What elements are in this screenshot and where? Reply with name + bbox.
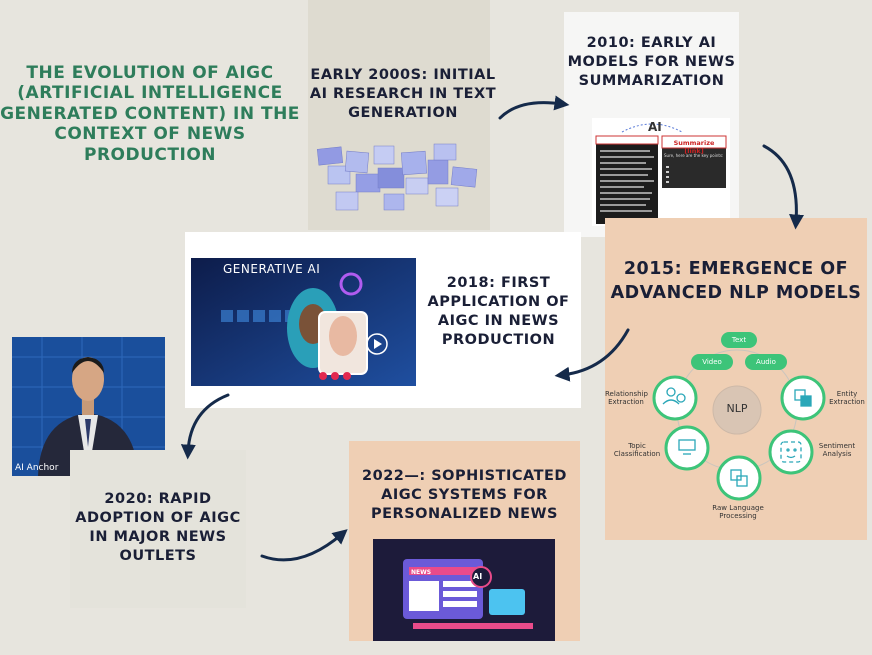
milestone-2022-card: NEWS AI bbox=[349, 441, 580, 641]
arrow-2015-to-2018 bbox=[554, 328, 630, 382]
nlp-pill-audio: Audio bbox=[745, 354, 787, 370]
nlp-pill-video: Video bbox=[691, 354, 733, 370]
sentiment-analysis-icon bbox=[768, 429, 814, 475]
milestone-2010-card: AI Summarize [link] Sure, here are the k… bbox=[564, 12, 739, 237]
news-label: NEWS bbox=[411, 569, 432, 576]
nlp-pill-text: Text bbox=[721, 332, 757, 348]
generative-ai-illustration bbox=[191, 258, 416, 386]
milestone-2022-caption: 2022—: SOPHISTICATED AIGC SYSTEMS FOR PE… bbox=[362, 468, 567, 522]
milestone-early-2000s-caption: EARLY 2000S: INITIAL AI RESEARCH IN TEXT… bbox=[309, 67, 497, 121]
nlp-diagram bbox=[652, 349, 826, 501]
milestone-2020-card bbox=[70, 450, 246, 608]
milestone-2020-caption: 2020: RAPID ADOPTION OF AIGC IN MAJOR NE… bbox=[75, 491, 241, 564]
topic-classification-icon bbox=[664, 425, 710, 471]
arrow-2018-to-2020 bbox=[180, 393, 230, 460]
summarization-illustration bbox=[592, 118, 730, 226]
milestone-early-2000s-card bbox=[308, 0, 490, 230]
milestone-2018-caption: 2018: FIRST APPLICATION OF AIGC IN NEWS … bbox=[427, 275, 570, 348]
nlp-node-raw-language: Raw Language Processing bbox=[712, 504, 764, 521]
ai-anchor-label: AI Anchor bbox=[15, 463, 59, 473]
relationship-extraction-icon bbox=[652, 375, 698, 421]
summarize-label: Summarize [link] bbox=[673, 139, 715, 155]
arrow-2000-to-2010 bbox=[498, 95, 570, 120]
page-title: THE EVOLUTION OF AIGC (ARTIFICIAL INTELL… bbox=[0, 63, 300, 165]
milestone-2010-caption: 2010: EARLY AI MODELS FOR NEWS SUMMARIZA… bbox=[567, 35, 736, 89]
arrow-2010-to-2015 bbox=[762, 144, 805, 230]
arrow-2020-to-2022 bbox=[260, 529, 348, 562]
personalized-news-illustration bbox=[373, 539, 555, 641]
nlp-center-label: NLP bbox=[726, 402, 748, 415]
ai-label: AI bbox=[648, 120, 662, 134]
generative-ai-title: GENERATIVE AI bbox=[223, 262, 321, 276]
text-documents-illustration bbox=[316, 143, 478, 211]
summary-text: Sure, here are the key points: bbox=[664, 153, 724, 158]
nlp-node-sentiment: Sentiment Analysis bbox=[818, 442, 856, 459]
nlp-node-topic: Topic Classification bbox=[613, 442, 661, 459]
milestone-2015-caption: 2015: EMERGENCE OF ADVANCED NLP MODELS bbox=[610, 259, 862, 303]
nlp-node-relationship: Relationship Extraction bbox=[605, 390, 648, 407]
raw-language-icon bbox=[716, 455, 762, 501]
ai-badge: AI bbox=[473, 572, 483, 581]
milestone-2018-card: GENERATIVE AI bbox=[185, 232, 581, 408]
milestone-2015-card: NLP Text Video Audio Relationship Extrac… bbox=[605, 218, 867, 540]
nlp-node-entity: Entity Extraction bbox=[829, 390, 865, 407]
